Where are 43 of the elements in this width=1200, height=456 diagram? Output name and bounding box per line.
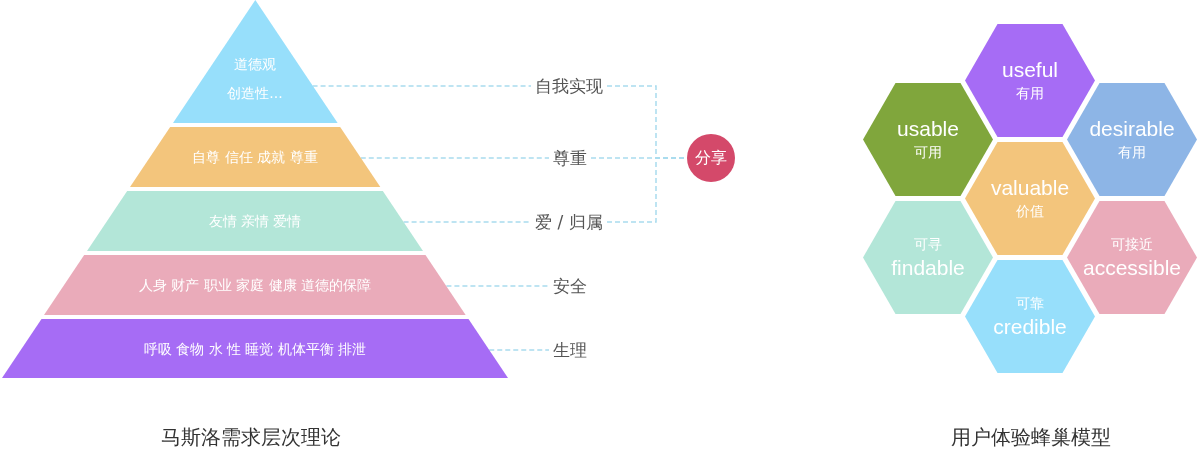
pyramid-layer [44,255,466,315]
layer-text: 呼吸 食物 水 性 睡觉 机体平衡 排泄 [143,339,367,359]
diagram-caption: 用户体验蜂巢模型 [951,424,1111,450]
hexagon-title: desirable [1089,115,1175,142]
hexagon-title: valuable [990,174,1070,201]
hexagon [1067,200,1197,314]
hexagon [1067,82,1197,196]
hexagon-title: usable [897,115,959,142]
hexagon-title: findable [891,254,965,281]
hexagon-subtitle: 可接近 [1111,234,1153,254]
pyramid-layer [172,0,338,123]
pyramid-layer [87,191,423,251]
leader-line [445,285,550,287]
diagram-caption: 马斯洛需求层次理论 [161,424,341,450]
hexagon-subtitle: 价值 [1016,201,1044,221]
leader-line [311,85,532,87]
level-label: 安全 [553,275,587,297]
level-label: 自我实现 [535,75,603,97]
hexagon-subtitle: 可寻 [914,234,942,254]
level-label: 尊重 [553,147,587,169]
layer-text: 人身 财产 职业 家庭 健康 道德的保障 [138,276,372,295]
hexagon-subtitle: 有用 [1118,142,1146,162]
hexagon [965,141,1095,255]
hexagon-subtitle: 可用 [914,142,942,162]
hexagon-title: accessible [1082,254,1182,281]
layer-text: 友情 亲情 爱情 [208,212,302,231]
layer-text: 道德观 [234,54,276,74]
hexagon-title: credible [993,313,1067,340]
level-label: 生理 [553,339,587,361]
hexagon-title: useful [1001,56,1058,83]
leader-line [488,349,550,351]
layer-text: 自尊 信任 成就 尊重 [192,148,318,167]
layer-text: 创造性... [227,83,283,103]
pyramid-layer [129,127,381,187]
leader-line [402,221,532,223]
hexagon-subtitle: 可靠 [1016,293,1044,313]
share-circle: 分享 [687,134,735,182]
level-label: 爱 / 归属 [535,211,603,233]
hexagon [863,82,993,196]
pyramid-layer [2,319,508,378]
leader-line [360,157,550,159]
hexagon-subtitle: 有用 [1016,83,1044,103]
hexagon [863,200,993,314]
